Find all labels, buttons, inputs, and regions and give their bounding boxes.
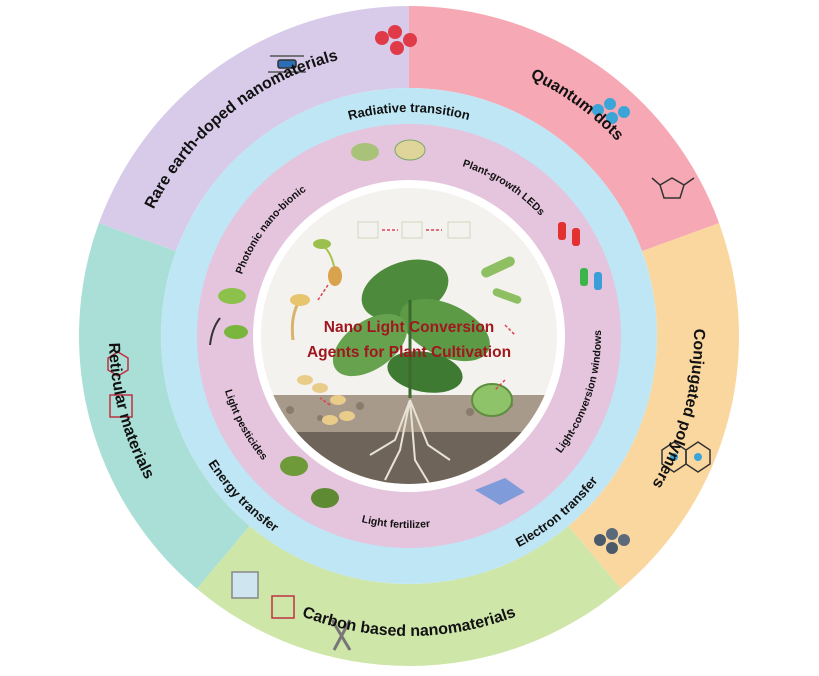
outer-segment-4 <box>98 6 410 252</box>
pyrrole-structure-icon <box>651 177 695 199</box>
outer-segment-2 <box>196 525 622 666</box>
carbon-dots-icon <box>594 528 630 554</box>
seedling-group <box>290 239 355 425</box>
center-title-line1: Nano Light Conversion <box>324 319 495 336</box>
quantum-dots-icon <box>375 25 417 55</box>
center-scene <box>261 188 557 484</box>
plant-leaves <box>332 259 490 398</box>
mof-structure-icon <box>107 351 133 418</box>
cage-structure-icon <box>231 571 295 619</box>
polymer-structure-icon <box>661 441 711 473</box>
graphene-sheet-icon <box>330 619 352 651</box>
outer-segment-0 <box>409 6 720 252</box>
center-title-line2: Agents for Plant Cultivation <box>307 344 511 361</box>
drone-icon <box>268 55 306 73</box>
dot-matrices <box>357 221 471 239</box>
outer-material-ring <box>78 6 739 666</box>
outer-segment-3 <box>78 223 250 589</box>
outer-segment-1 <box>568 223 739 589</box>
plant-roots <box>369 399 451 484</box>
arrows-center <box>317 229 516 406</box>
inner-icons <box>218 139 602 508</box>
quantum-dots-blue-icon <box>592 98 630 124</box>
curved-arrow-icon <box>209 317 221 346</box>
light-tubes <box>471 256 522 417</box>
